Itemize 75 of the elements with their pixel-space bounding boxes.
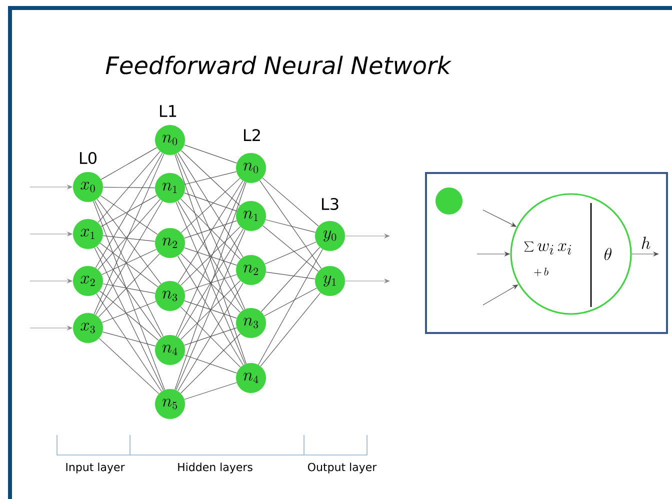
connection-line — [180, 150, 240, 206]
connection-line — [184, 144, 237, 164]
connection-line — [180, 253, 240, 313]
connection-line — [100, 195, 158, 227]
connection-line — [266, 272, 316, 280]
connection-line — [102, 283, 156, 294]
connection-line — [184, 171, 237, 185]
connection-line — [264, 288, 317, 316]
connection-line — [184, 382, 237, 400]
connection-line — [102, 186, 156, 188]
connection-line — [94, 247, 164, 391]
connection-line — [94, 154, 164, 314]
connection-line — [95, 152, 163, 268]
connection-line — [178, 200, 244, 310]
connection-line — [176, 182, 246, 336]
connection-line — [95, 200, 163, 316]
connection-line — [259, 180, 322, 269]
connection-line — [100, 242, 158, 288]
connection-line — [260, 246, 320, 312]
connection-line — [174, 182, 246, 390]
connection-line — [102, 235, 156, 242]
arrow — [482, 284, 518, 306]
neuron-drawing: $\sum w_i\, x_i$ $+\, b$ $\theta$ — [510, 193, 632, 315]
connection-line — [176, 202, 246, 364]
neuron-circle — [436, 188, 462, 214]
connection-line — [98, 254, 160, 318]
connection-line — [96, 293, 162, 392]
connection-line — [100, 195, 158, 235]
connection-line — [178, 256, 244, 366]
connection-line — [100, 147, 158, 180]
connection-line — [184, 300, 237, 318]
title: Feedforward Neural Network — [106, 56, 452, 74]
connection-line — [260, 292, 321, 367]
connection-line — [184, 328, 237, 346]
connection-line — [180, 280, 240, 340]
connection-line — [184, 220, 237, 238]
connection-line — [98, 151, 160, 223]
connection-line — [178, 228, 244, 338]
connection-line — [180, 333, 241, 394]
connection-line — [180, 198, 241, 260]
connection-line — [96, 246, 162, 338]
connection-line — [93, 200, 165, 390]
connection-line — [178, 152, 244, 258]
connection-line — [174, 154, 246, 364]
edge-label: $h$ — [640, 236, 652, 250]
connection-line — [98, 338, 160, 394]
layer-label: L0 — [80, 152, 96, 164]
connection-line — [265, 219, 316, 233]
connection-line — [96, 198, 162, 284]
connection-line — [94, 200, 164, 337]
connection-line — [102, 332, 156, 346]
connection-line — [184, 274, 237, 292]
bracket-label: Input layer — [66, 462, 125, 474]
connection-line — [176, 154, 246, 310]
connection-line — [102, 301, 156, 323]
connection-line — [99, 290, 159, 341]
connection-line — [262, 178, 319, 226]
connection-line — [178, 282, 244, 392]
connection-line — [264, 242, 316, 264]
layer-label: L3 — [322, 198, 338, 210]
connection-line — [262, 225, 319, 272]
connection-line — [180, 178, 240, 233]
connection-line — [180, 226, 240, 286]
connection-line — [184, 248, 237, 266]
bracket-label: Output layer — [308, 462, 377, 474]
connection-line — [178, 180, 244, 284]
connection-line — [184, 354, 237, 374]
connection-line — [98, 199, 160, 270]
detail-panel — [425, 172, 668, 334]
connection-line — [184, 192, 237, 212]
connection-line — [102, 249, 157, 275]
connection-line — [258, 248, 323, 366]
bracket-label: Hidden layers — [178, 462, 252, 474]
connection-line — [176, 230, 246, 390]
connection-line — [180, 306, 241, 368]
